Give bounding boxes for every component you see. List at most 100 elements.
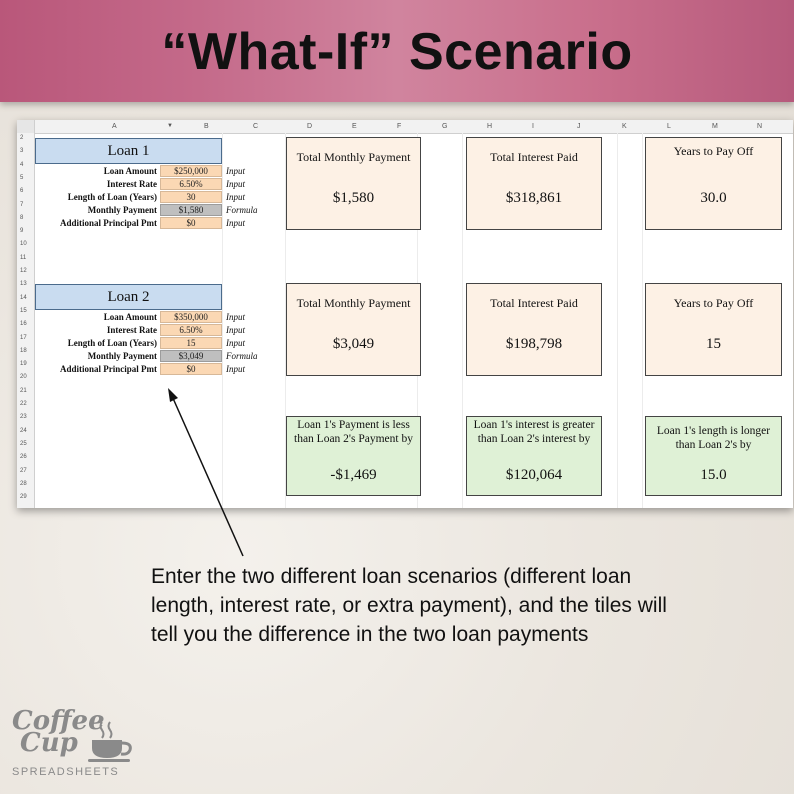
loan1-header[interactable]: Loan 1 (35, 138, 222, 164)
payment-difference-tile: Loan 1's Payment is less than Loan 2's P… (286, 416, 421, 496)
col-a-header[interactable]: A (112, 123, 117, 130)
row-header[interactable]: 29 (20, 494, 27, 501)
row-header[interactable]: 16 (20, 321, 27, 328)
col-i-header[interactable]: I (532, 123, 534, 130)
loan1-length-row: Length of Loan (Years) 30 Input (35, 191, 295, 204)
loan1-rate-input[interactable]: 6.50% (160, 178, 222, 190)
row-header[interactable]: 28 (20, 480, 27, 487)
col-m-header[interactable]: M (712, 123, 718, 130)
logo-text: Coffee (12, 706, 105, 736)
row-header[interactable]: 25 (20, 440, 27, 447)
loan1-amount-row: Loan Amount $250,000 Input (35, 165, 295, 178)
row-header[interactable]: 6 (20, 188, 24, 195)
logo-text: Cup (20, 728, 78, 758)
tile-value: $1,580 (332, 190, 375, 206)
loan1-payment-formula-cell[interactable]: $1,580 (160, 204, 222, 216)
tile-value: 15 (706, 336, 721, 352)
field-type: Input (226, 192, 245, 202)
loan1-payment-row: Monthly Payment $1,580 Formula (35, 204, 295, 217)
field-type: Input (226, 179, 245, 189)
field-type: Input (226, 312, 245, 322)
row-header[interactable]: 11 (20, 254, 27, 261)
col-e-header[interactable]: E (352, 123, 357, 130)
loan1-amount-input[interactable]: $250,000 (160, 165, 222, 177)
row-header[interactable]: 19 (20, 361, 27, 368)
loan2-payment-formula-cell[interactable]: $3,049 (160, 350, 222, 362)
field-label: Length of Loan (Years) (67, 338, 157, 348)
instruction-caption: Enter the two different loan scenarios (… (151, 565, 667, 646)
loan1-monthly-payment-tile: Total Monthly Payment $1,580 (286, 137, 421, 230)
loan1-extra-input[interactable]: $0 (160, 217, 222, 229)
loan2-years-tile: Years to Pay Off 15 (645, 283, 782, 376)
tile-title: Loan 1's Payment is less than Loan 2's P… (294, 419, 413, 445)
col-b-header[interactable]: B (204, 123, 209, 130)
row-header[interactable]: 27 (20, 467, 27, 474)
column-header-bar: A ▼ B C D E F G H I J K L M N (17, 120, 793, 134)
row-header[interactable]: 3 (20, 148, 24, 155)
row-header[interactable]: 24 (20, 427, 27, 434)
field-type: Formula (226, 351, 258, 361)
row-header[interactable]: 8 (20, 214, 24, 221)
gridline (617, 133, 618, 508)
col-a-filter-icon[interactable]: ▼ (167, 123, 173, 129)
col-k-header[interactable]: K (622, 123, 627, 130)
row-header[interactable]: 2 (20, 135, 24, 141)
coffee-cup-icon (88, 721, 132, 762)
field-type: Input (226, 218, 245, 228)
loan2-interest-tile: Total Interest Paid $198,798 (466, 283, 602, 376)
row-header[interactable]: 10 (20, 241, 27, 248)
loan2-length-input[interactable]: 15 (160, 337, 222, 349)
row-header[interactable]: 15 (20, 307, 27, 314)
tile-value: $3,049 (332, 336, 375, 352)
field-label: Interest Rate (106, 179, 157, 189)
col-h-header[interactable]: H (487, 123, 493, 130)
row-header[interactable]: 21 (20, 387, 27, 394)
loan2-rate-input[interactable]: 6.50% (160, 324, 222, 336)
row-header[interactable]: 5 (20, 174, 24, 181)
col-g-header[interactable]: G (442, 123, 448, 130)
field-label: Monthly Payment (87, 351, 157, 361)
interest-difference-tile: Loan 1's interest is greater than Loan 2… (466, 416, 602, 496)
title-banner: “What-If” Scenario (0, 0, 794, 102)
field-label: Length of Loan (Years) (67, 192, 157, 202)
loan2-extra-input[interactable]: $0 (160, 363, 222, 375)
row-header[interactable]: 17 (20, 334, 27, 341)
row-header[interactable]: 7 (20, 201, 24, 208)
loan1-interest-tile: Total Interest Paid $318,861 (466, 137, 602, 230)
loan1-length-input[interactable]: 30 (160, 191, 222, 203)
row-header[interactable]: 18 (20, 347, 27, 354)
logo-text: SPREADSHEETS (12, 766, 120, 778)
row-header[interactable]: 20 (20, 374, 27, 381)
row-header[interactable]: 9 (20, 228, 24, 235)
col-j-header[interactable]: J (577, 123, 581, 130)
col-d-header[interactable]: D (307, 123, 313, 130)
loan2-payment-row: Monthly Payment $3,049 Formula (35, 350, 295, 363)
col-f-header[interactable]: F (397, 123, 402, 130)
page-title: “What-If” Scenario (161, 23, 633, 81)
loan2-header[interactable]: Loan 2 (35, 284, 222, 310)
row-header[interactable]: 13 (20, 281, 27, 288)
field-type: Input (226, 364, 245, 374)
row-header[interactable]: 4 (20, 161, 24, 168)
select-all-corner[interactable] (17, 120, 35, 133)
coffee-cup-logo: Coffee Cup SPREADSHEETS (12, 706, 152, 786)
loan2-amount-input[interactable]: $350,000 (160, 311, 222, 323)
tile-title: Loan 1's length is longer than Loan 2's … (656, 425, 771, 451)
loan1-rate-row: Interest Rate 6.50% Input (35, 178, 295, 191)
field-label: Additional Principal Pmt (59, 218, 157, 228)
row-header[interactable]: 26 (20, 454, 27, 461)
tile-title: Years to Pay Off (673, 144, 754, 158)
tile-value: 30.0 (700, 190, 727, 206)
col-c-header[interactable]: C (253, 123, 259, 130)
row-header[interactable]: 14 (20, 294, 27, 301)
tile-title: Loan 1's interest is greater than Loan 2… (473, 419, 595, 445)
gridline (222, 133, 223, 508)
row-header[interactable]: 23 (20, 414, 27, 421)
row-header[interactable]: 12 (20, 268, 27, 274)
col-n-header[interactable]: N (757, 123, 763, 130)
col-l-header[interactable]: L (667, 123, 671, 130)
row-header[interactable]: 22 (20, 401, 27, 407)
